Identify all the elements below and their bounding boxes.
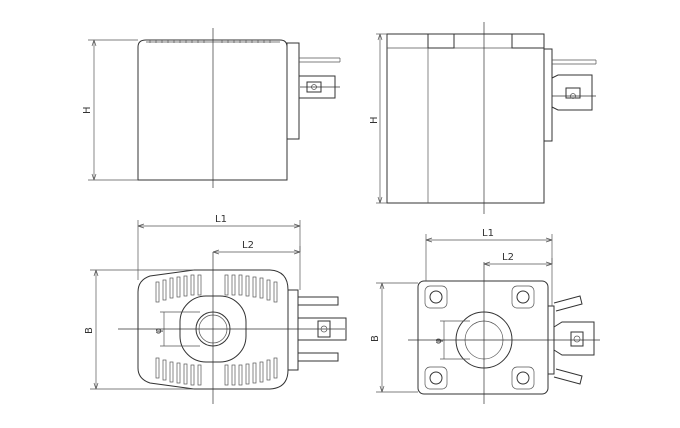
mounting-hole-top-right — [511, 285, 535, 309]
side-view-b: H — [369, 22, 597, 214]
top-view-b: φ L1 L2 B — [370, 228, 600, 404]
fin-ticks-top — [149, 40, 271, 43]
fin-slots-bottom — [155, 357, 278, 386]
dim-b-label: B — [84, 327, 95, 334]
dim-b-label: B — [370, 335, 381, 342]
dim-l2-label: L2 — [242, 240, 254, 251]
fin-slots-top — [155, 274, 278, 303]
dim-l1-label: L1 — [215, 214, 227, 225]
dim-h-label: H — [369, 116, 380, 124]
side-view-a: H — [82, 28, 341, 188]
dim-h-label: H — [82, 106, 93, 114]
dim-phi-label: φ — [154, 328, 164, 334]
mounting-hole-bottom-left — [424, 366, 448, 390]
dim-phi-label: φ — [434, 338, 444, 344]
mounting-hole-bottom-right — [511, 366, 535, 390]
mounting-hole-top-left — [424, 285, 448, 309]
dim-l1-label: L1 — [482, 228, 494, 239]
top-view-a: φ L1 L2 B — [84, 214, 347, 404]
dim-l2-label: L2 — [502, 252, 514, 263]
